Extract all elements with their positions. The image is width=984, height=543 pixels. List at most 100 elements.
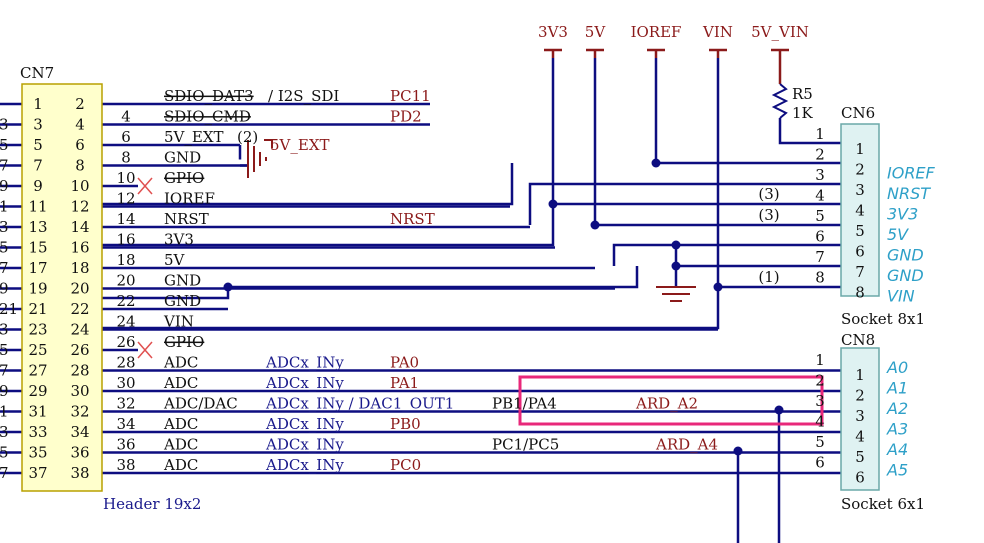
cn7-ref: CN7 [20,64,54,82]
cn8-signal-label: A1 [886,379,908,398]
cn7-pin-odd: 9 [33,177,43,195]
cn7-left-pin: 1 [0,403,9,421]
cn7-net-suffix: / I2S_SDI [268,87,339,105]
cn7-pin-even: 30 [70,382,89,400]
cn8-outer-pin: 1 [815,351,825,369]
cn7-left-pin: 21 [0,300,18,318]
cn7-pin-odd: 17 [28,259,47,277]
cn7-net-name: GND [164,292,201,310]
cn8-outer-pin: 6 [815,454,825,472]
cn7-left-pin: 7 [0,157,9,175]
cn7-pin-odd: 31 [28,403,47,421]
cn7-pin-even: 18 [70,259,89,277]
cn8-inner-pin: 6 [855,469,865,487]
cn8-outer-pin: 3 [815,392,825,410]
cn7-net-pin: 8 [121,149,131,167]
cn7-pin-even: 6 [75,136,85,154]
cn7-net-pin: 16 [116,231,135,249]
cn8-caption: Socket 6x1 [841,495,925,513]
cn7-pin-even: 16 [70,239,89,257]
cn7-net-name: ADC [163,354,198,372]
r5-ref: R5 [792,85,813,103]
cn7-net-port: PD2 [390,108,422,126]
cn7-net-port: PA1 [390,374,419,392]
cn8-body [840,347,880,491]
cn7-pin-even: 38 [70,464,89,482]
cn7-pin-odd: 23 [28,321,47,339]
rail-5v-label: 5V [585,23,607,41]
cn7-net-suffix: (2) [237,128,258,146]
cn7-left-pin: 7 [0,362,9,380]
cn8-ref: CN8 [841,331,875,349]
junction-dot [671,261,681,271]
cn7-net-name: VIN [163,313,194,331]
cn7-net-pin: 28 [116,354,135,372]
junction-dot [733,446,743,456]
cn7-net-pin: 20 [116,272,135,290]
cn7-net-port: PC0 [390,456,421,474]
cn6-gnd-route [228,266,639,289]
cn6-inner-pin: 1 [855,140,865,158]
cn7-net-name: NRST [164,210,209,228]
cn7-left-pin: 7 [0,259,9,277]
cn6-outer-pin: 8 [815,269,825,287]
cn7-pin-even: 8 [75,157,85,175]
cn6-inner-pin: 6 [855,243,865,261]
adc-signal: ADCx_INy / DAC1_OUT1 [265,395,454,413]
cn6-outer-pin: 6 [815,228,825,246]
cn6-outer-pin: 4 [815,187,825,205]
cn7-pin-odd: 3 [33,116,43,134]
cn8-outer-pin: 5 [815,433,825,451]
cn7-pin-even: 36 [70,444,89,462]
cn7-pin-odd: 19 [28,280,47,298]
cn8-signal-label: A5 [886,461,908,480]
cn7-net-name: GND [164,272,201,290]
cn7-net-name: ADC [163,456,198,474]
cn7-pin-odd: 21 [28,300,47,318]
cn7-pin-even: 26 [70,341,89,359]
cn7-net-pin: 32 [116,395,135,413]
cn7-pin-odd: 5 [33,136,43,154]
cn6-ground-symbol [656,286,696,302]
cn7-pin-even: 22 [70,300,89,318]
cn7-net-port: PA0 [390,354,419,372]
cn7-pin-odd: 15 [28,239,47,257]
cn6-outer-pin: 7 [815,248,825,266]
cn6-inner-pin: 4 [855,202,865,220]
cn7-net-pin: 4 [121,108,131,126]
cn6-signal-label: 3V3 [887,205,918,224]
r5-to-cn6-1 [778,118,845,145]
cn7-pin-even: 32 [70,403,89,421]
cn7-net-name: 5V_EXT [164,128,224,146]
r5-zigzag [771,83,789,119]
cn6-outer-pin: 1 [815,125,825,143]
cn7-left-pin: 3 [0,423,9,441]
cn7-net-pin: 14 [116,210,135,228]
cn7-net-name: 3V3 [164,231,194,249]
cn7-pin-even: 14 [70,218,89,236]
cn6-signal-label: GND [887,246,924,265]
cn6-inner-pin: 3 [855,181,865,199]
cn6-signal-label: VIN [887,287,915,306]
cn7-pin-even: 24 [70,321,89,339]
adc-signal: ADCx_INy [265,374,344,392]
junction-dot [774,405,784,415]
cn7-left-pin: 7 [0,464,9,482]
cn6-outer-pin: 3 [815,166,825,184]
cn7-net-name: GPIO [164,333,204,351]
cn8-signal-label: A4 [886,440,908,459]
cn7-net-pin: 36 [116,436,135,454]
rail-5v-vin-label: 5V_VIN [751,23,809,41]
cn7-net-pin: 6 [121,128,131,146]
cn7-pin-odd: 27 [28,362,47,380]
junction-dot [223,282,233,292]
cn6-inner-pin: 7 [855,263,865,281]
note-3a: (3) [758,185,779,203]
cn7-left-pin: 9 [0,177,9,195]
cn7-left-pin: 1 [0,198,9,216]
cn7-net-port: PB0 [390,415,421,433]
cn7-net-pin: 38 [116,456,135,474]
rail-5v-flag [586,48,604,58]
adc-signal: ADCx_INy [265,415,344,433]
